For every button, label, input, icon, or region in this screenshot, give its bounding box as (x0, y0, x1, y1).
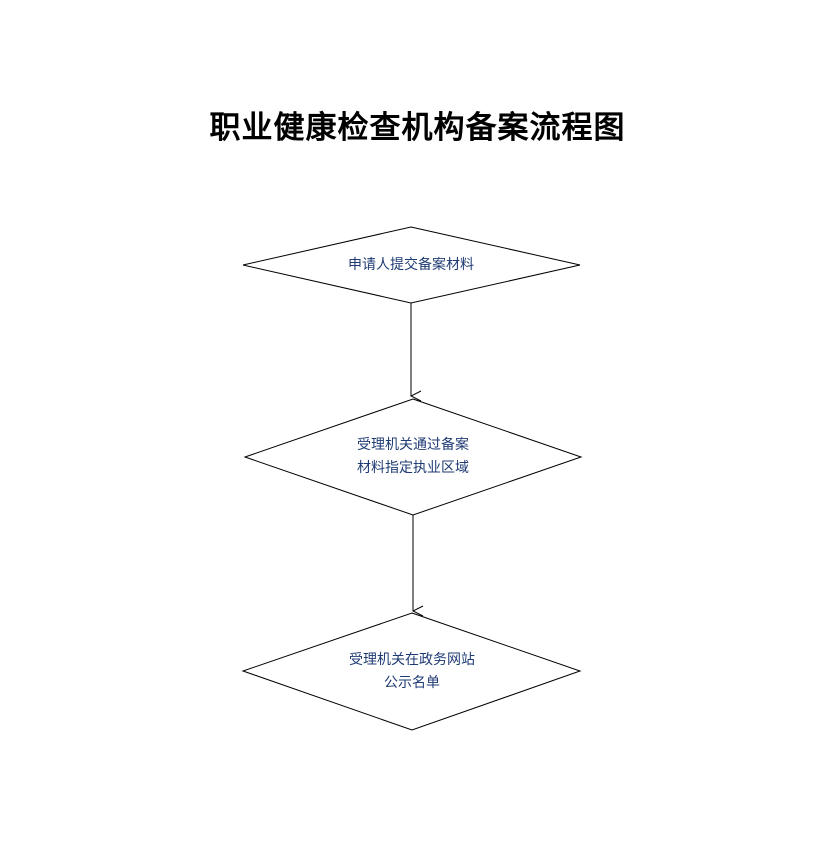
decision-node-3 (241, 612, 582, 731)
node-label-2: 受理机关通过备案 材料指定执业区域 (313, 434, 513, 480)
node-label-1-line-1: 申请人提交备案材料 (348, 257, 474, 273)
node-label-1: 申请人提交备案材料 (311, 254, 511, 277)
node-label-3-line-2: 公示名单 (384, 675, 440, 691)
node-label-2-line-1: 受理机关通过备案 (357, 437, 469, 453)
node-label-3-line-1: 受理机关在政务网站 (349, 652, 475, 668)
page-title: 职业健康检查机构备案流程图 (209, 110, 626, 146)
node-label-3: 受理机关在政务网站 公示名单 (312, 649, 512, 695)
node-label-2-line-2: 材料指定执业区域 (357, 460, 469, 476)
